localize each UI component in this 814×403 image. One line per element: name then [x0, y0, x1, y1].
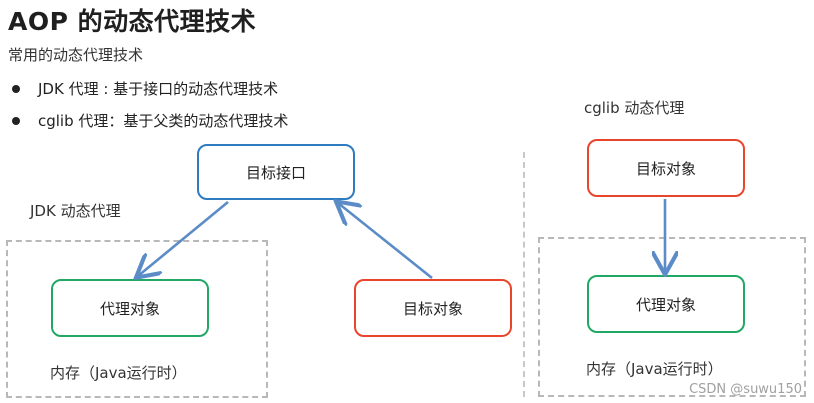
bullet-dot-icon	[12, 116, 20, 125]
box-label: 目标对象	[402, 299, 463, 318]
bullet-text: cglib 代理：基于父类的动态代理技术	[38, 112, 289, 130]
jdk-section-label: JDK 动态代理	[30, 202, 121, 220]
cglib-proxy-object-box: 代理对象	[587, 275, 745, 333]
box-label: 目标接口	[245, 163, 306, 182]
target-interface-box: 目标接口	[197, 144, 355, 200]
jdk-memory-label: 内存（Java运行时）	[50, 364, 187, 382]
box-label: 代理对象	[635, 295, 696, 314]
subtitle: 常用的动态代理技术	[8, 46, 144, 64]
cglib-memory-label: 内存（Java运行时）	[586, 360, 723, 378]
cglib-target-object-box: 目标对象	[587, 139, 745, 197]
bullet-dot-icon	[12, 84, 20, 93]
box-label: 代理对象	[99, 299, 160, 318]
jdk-memory-region	[6, 240, 268, 398]
bullet-cglib: cglib 代理：基于父类的动态代理技术	[8, 110, 288, 131]
bullet-jdk: JDK 代理 : 基于接口的动态代理技术	[8, 78, 278, 99]
page-title: AOP 的动态代理技术	[8, 7, 257, 36]
watermark: CSDN @suwu150	[689, 382, 802, 397]
arrow-target-to-interface	[338, 203, 433, 280]
cglib-memory-region	[538, 237, 806, 397]
jdk-target-object-box: 目标对象	[354, 279, 512, 337]
cglib-section-label: cglib 动态代理	[584, 99, 685, 117]
arrow-interface-to-proxy	[138, 200, 229, 276]
box-label: 目标对象	[635, 159, 696, 178]
bullet-text: JDK 代理 : 基于接口的动态代理技术	[38, 80, 279, 98]
section-divider	[523, 152, 525, 397]
jdk-proxy-object-box: 代理对象	[51, 279, 209, 337]
